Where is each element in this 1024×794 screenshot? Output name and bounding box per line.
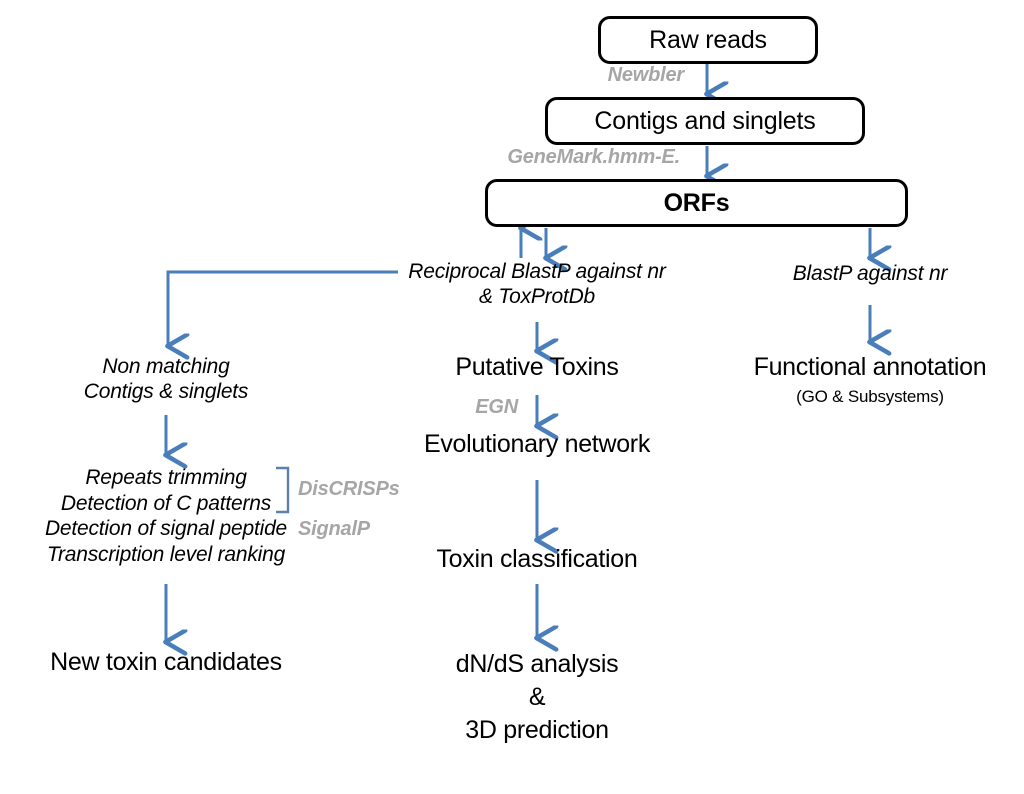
edge-label-newbler: Newbler xyxy=(607,64,685,86)
node-orfs[interactable]: ORFs xyxy=(485,179,908,227)
node-new-toxin-candidates: New toxin candidates xyxy=(50,648,282,676)
node-putative-toxins: Putative Toxins xyxy=(455,353,619,381)
node-evolutionary-network: Evolutionary network xyxy=(423,430,651,458)
node-orfs-label: ORFs xyxy=(663,188,730,217)
node-toxin-classification: Toxin classification xyxy=(436,545,638,573)
node-contigs-and-singlets[interactable]: Contigs and singlets xyxy=(545,97,865,145)
node-dnds-3d-prediction: dN/dS analysis & 3D prediction xyxy=(455,650,619,744)
node-non-matching-contigs: Non matching Contigs & singlets xyxy=(83,355,249,403)
node-functional-annotation-subtitle: (GO & Subsystems) xyxy=(796,387,944,406)
node-contigs-and-singlets-label: Contigs and singlets xyxy=(594,106,816,135)
node-reciprocal-blastp: Reciprocal BlastP against nr & ToxProtDb xyxy=(408,260,666,308)
edge-label-signalp: SignalP xyxy=(298,518,370,540)
arrow-reciprocal-blastp-to-non-matching xyxy=(168,270,398,346)
node-functional-annotation: Functional annotation xyxy=(753,353,987,381)
node-blastp-against-nr: BlastP against nr xyxy=(792,262,948,285)
node-filter-steps: Repeats trimming Detection of C patterns… xyxy=(44,466,288,566)
edge-label-genemark: GeneMark.hmm-E. xyxy=(507,146,680,168)
node-raw-reads-label: Raw reads xyxy=(649,25,767,54)
edge-label-egn: EGN xyxy=(475,396,518,418)
node-raw-reads[interactable]: Raw reads xyxy=(598,16,818,64)
edge-label-discrisps: DisCRISPs xyxy=(298,478,400,500)
